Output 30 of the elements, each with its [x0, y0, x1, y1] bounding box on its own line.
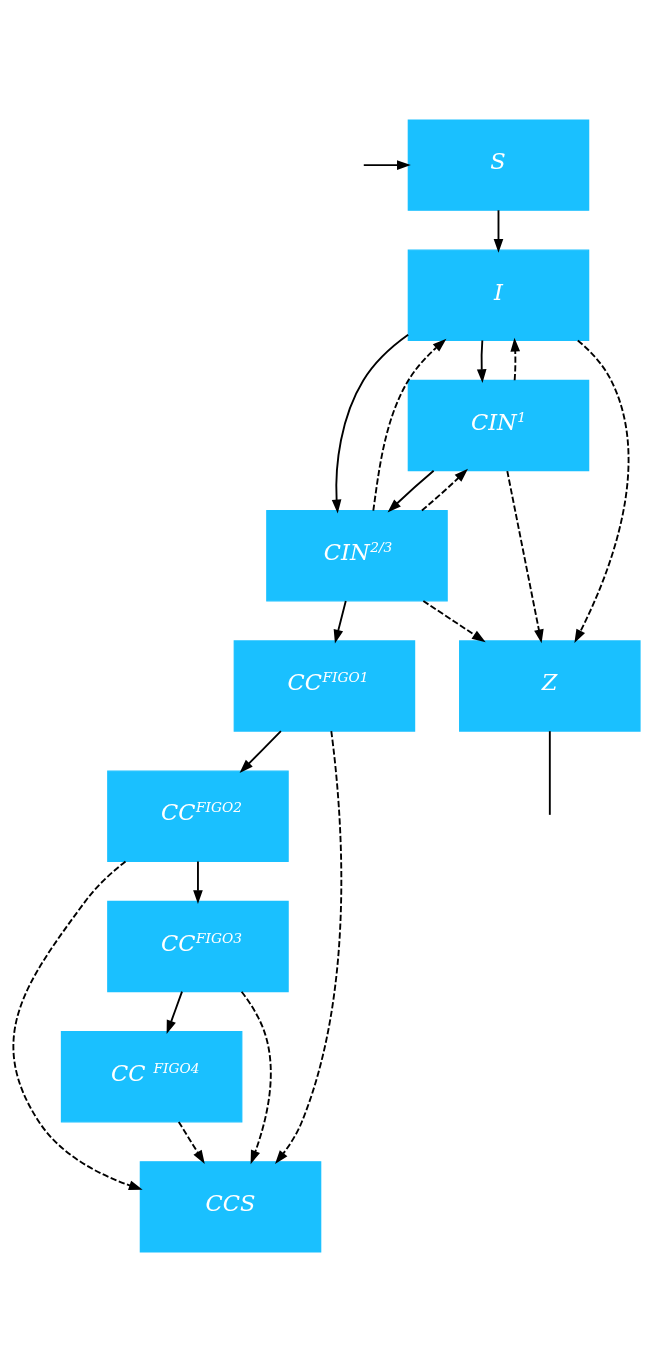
arrow: [387, 469, 435, 512]
node-box: CC$^{FIGO2}$: [107, 770, 289, 862]
node-box: S: [407, 118, 590, 211]
node-box: CC $^{FIGO4}$: [60, 1030, 243, 1122]
node-box: CC$^{FIGO1}$: [233, 639, 416, 732]
arrow: [476, 339, 487, 383]
arrow: [493, 208, 504, 253]
arrow: [331, 333, 410, 513]
arrow: [422, 599, 486, 642]
node-box: CCS: [139, 1160, 322, 1253]
node-box: CIN$^{1}$: [407, 379, 590, 471]
node-box: Z: [459, 639, 641, 732]
arrow: [239, 729, 282, 773]
arrow: [421, 468, 468, 511]
arrow: [574, 339, 630, 643]
arrow: [372, 338, 447, 512]
node-box: I: [407, 249, 590, 341]
arrow: [275, 729, 343, 1164]
arrow: [12, 860, 143, 1190]
arrow: [506, 469, 544, 643]
arrow: [510, 337, 521, 381]
node-box: CIN$^{2/3}$: [266, 509, 448, 601]
node-box: CC$^{FIGO3}$: [107, 900, 289, 992]
arrow: [177, 1120, 205, 1164]
arrow: [362, 159, 411, 170]
arrow: [193, 860, 203, 904]
arrow: [333, 599, 347, 643]
arrow: [166, 990, 183, 1034]
connector: [548, 729, 551, 816]
arrow: [240, 990, 272, 1164]
